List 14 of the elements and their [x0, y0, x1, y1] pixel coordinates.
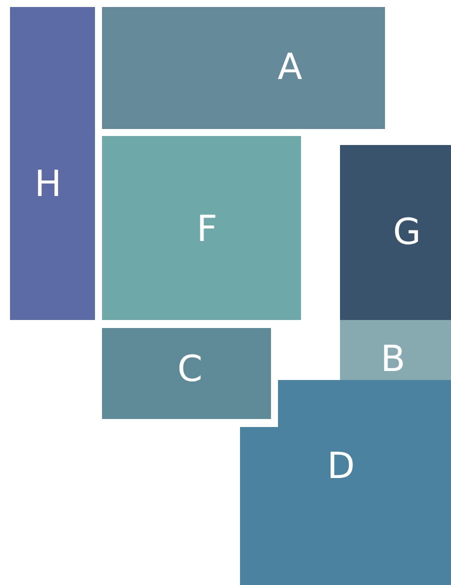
block-label: B: [380, 342, 406, 378]
block-label: H: [34, 167, 62, 203]
block: [10, 7, 95, 320]
block: [102, 7, 385, 129]
block-label: G: [393, 215, 421, 251]
block: [102, 328, 271, 419]
block: [340, 320, 451, 380]
block: [102, 136, 301, 320]
block-label: C: [177, 352, 203, 388]
block-label: D: [327, 449, 355, 485]
block-label: F: [196, 212, 218, 248]
block-label: A: [278, 50, 302, 86]
block: [240, 380, 451, 585]
block: [340, 145, 451, 320]
